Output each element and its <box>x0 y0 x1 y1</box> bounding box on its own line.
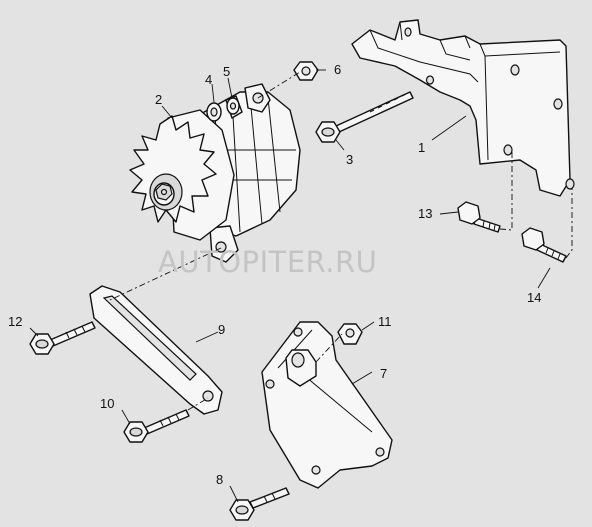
leader-lines <box>161 69 467 385</box>
watermark-text: AUTOPITER.RU <box>158 245 377 279</box>
callouts: 1 2 3 4 5 6 7 8 9 10 11 12 13 14 <box>8 62 541 487</box>
leader-lines-lower <box>29 211 551 503</box>
part-1-mounting-bracket <box>351 19 575 197</box>
part-10-bolt <box>123 409 190 443</box>
callout-13: 13 <box>418 206 432 221</box>
callout-12: 12 <box>8 314 22 329</box>
callout-1: 1 <box>418 140 425 155</box>
callout-10: 10 <box>100 396 114 411</box>
alignment-centerlines <box>109 71 573 411</box>
part-4-washer <box>206 102 222 122</box>
callout-9: 9 <box>218 322 225 337</box>
part-6-nut <box>293 61 319 81</box>
callout-4: 4 <box>205 72 212 87</box>
part-3-long-bolt <box>315 91 414 143</box>
part-8-bolt <box>229 487 290 521</box>
part-2-alternator <box>129 83 301 263</box>
part-12-bolt <box>29 321 96 355</box>
part-14-bolt <box>521 227 567 263</box>
callout-2: 2 <box>155 92 162 107</box>
part-11-nut <box>337 323 363 345</box>
callout-5: 5 <box>223 64 230 79</box>
callout-7: 7 <box>380 366 387 381</box>
part-13-bolt <box>457 201 501 233</box>
callout-11: 11 <box>378 314 392 329</box>
callout-3: 3 <box>346 152 353 167</box>
part-5-spacer <box>225 95 243 119</box>
part-7-bracket-plate <box>261 321 393 489</box>
callout-14: 14 <box>527 290 541 305</box>
callout-6: 6 <box>334 62 341 77</box>
callout-8: 8 <box>216 472 223 487</box>
part-9-adjusting-strap <box>89 285 223 415</box>
